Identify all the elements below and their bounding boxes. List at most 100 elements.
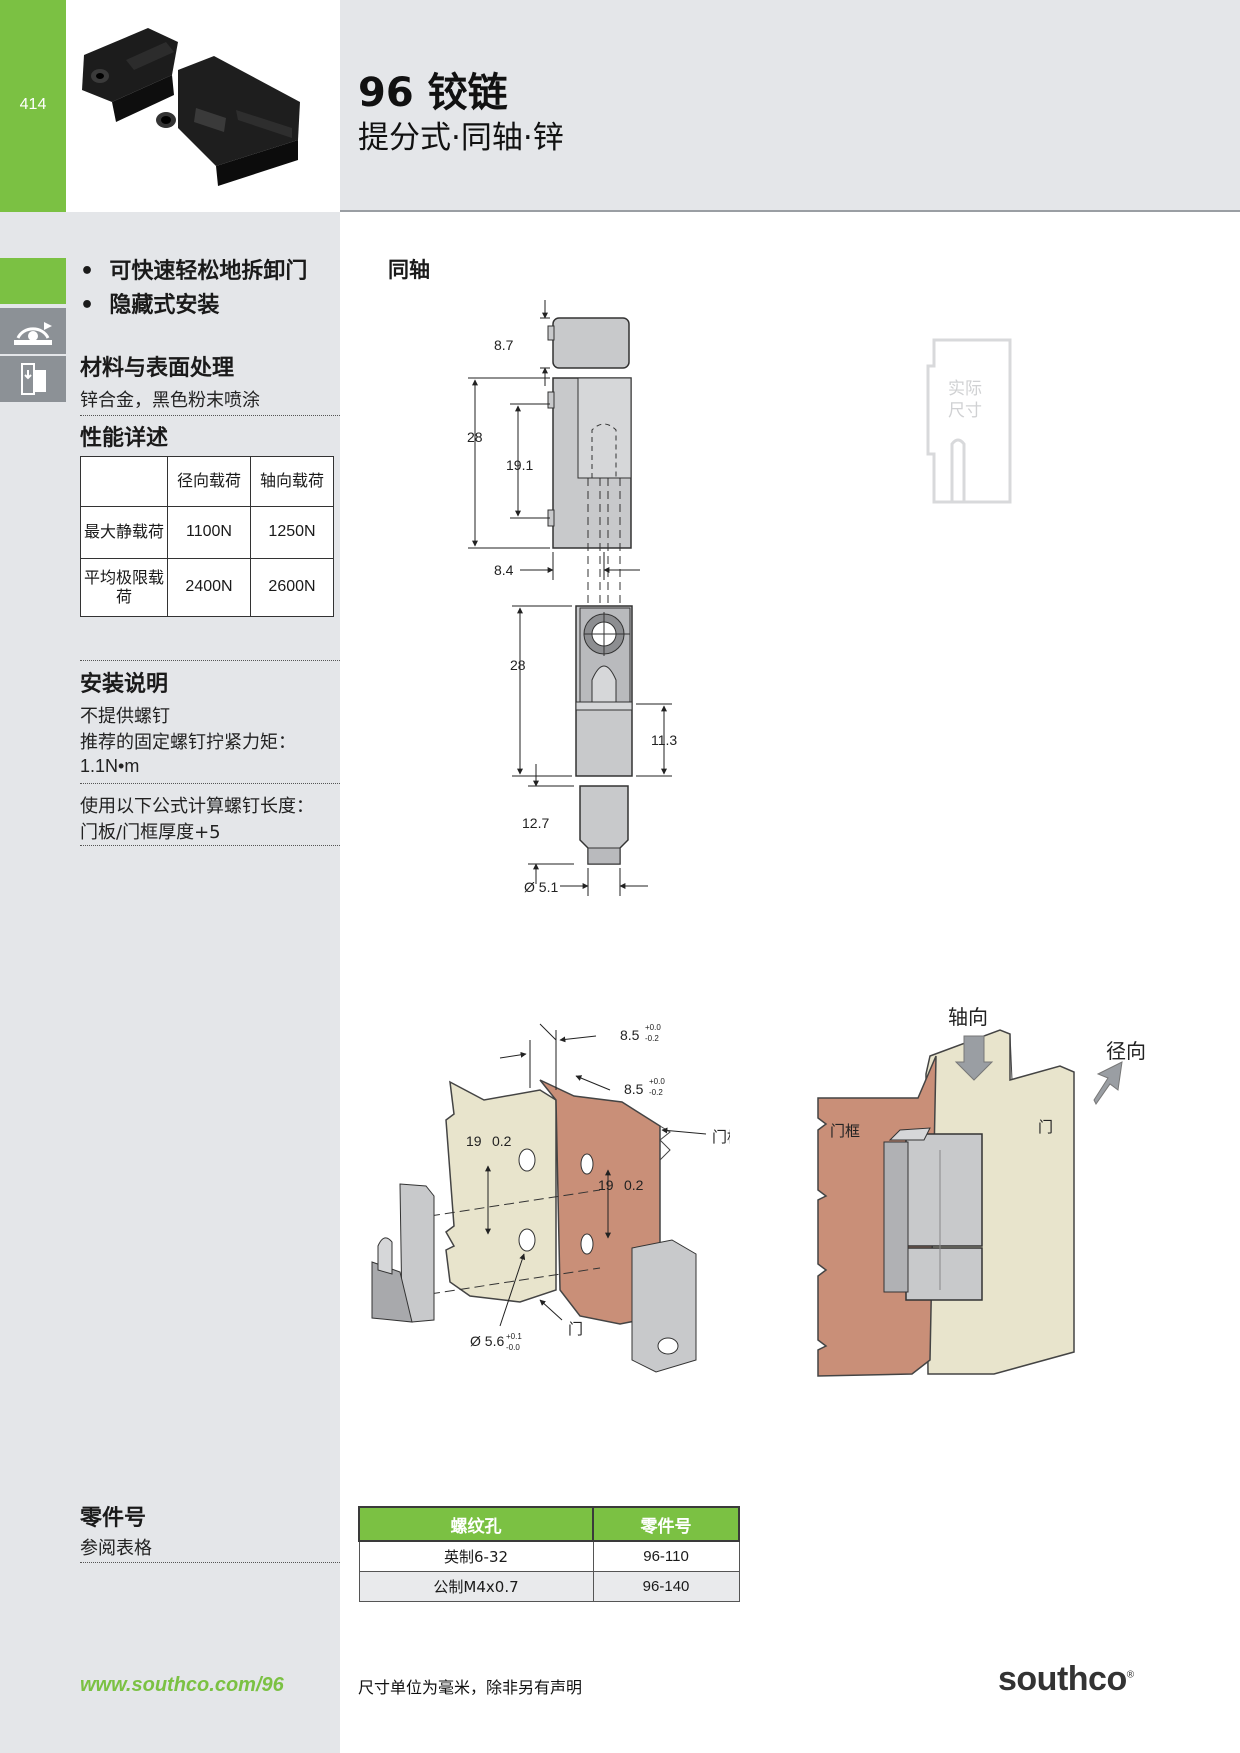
dim-label: 19	[598, 1177, 614, 1193]
installation-line: 推荐的固定螺钉拧紧力矩：	[80, 732, 296, 753]
door-label: 门	[1038, 1118, 1053, 1136]
dim-label: 8.5	[624, 1081, 644, 1097]
divider	[80, 415, 340, 416]
knuckle-hole	[657, 1337, 679, 1355]
axial-label: 轴向	[948, 1005, 988, 1029]
page-tab-strip	[0, 0, 66, 212]
pin-shank	[587, 847, 621, 865]
feature-text: 可快速轻松地拆卸门	[109, 259, 308, 284]
divider	[80, 1562, 340, 1563]
formula-line: 门板/门框厚度+5	[80, 822, 221, 843]
cap-notch	[547, 325, 555, 341]
hinge-dimension-drawing: 8.7 28 19.1 8.4 28 11.3 12.7 Ø 5.1	[467, 300, 677, 896]
alignment-line	[429, 1189, 601, 1217]
parts-heading: 零件号	[80, 1506, 147, 1531]
dim-label: +0.1	[506, 1332, 522, 1341]
dim-label: 28	[467, 429, 483, 445]
dim-label: 8.4	[494, 562, 514, 578]
hinge-lower-knuckle	[905, 1247, 983, 1301]
material-text: 锌合金，黑色粉末喷涂	[80, 390, 260, 411]
drawing-section-title: 同轴	[388, 258, 430, 282]
lower-leaf-shoulder	[575, 701, 633, 711]
divider	[80, 845, 340, 846]
door-edge	[1009, 1033, 1013, 1081]
table-cell: 2400N	[167, 558, 251, 617]
dim-label: 0.2	[492, 1133, 512, 1149]
hinge-mount-icon	[0, 356, 66, 402]
frame-hole	[580, 1233, 594, 1255]
dim-label: Ø 5.6	[470, 1333, 504, 1349]
hinge-frame-leaf	[883, 1141, 909, 1293]
axial-load-arrow	[954, 1035, 994, 1081]
table-cell: 1250N	[250, 506, 334, 559]
page-number: 414	[19, 96, 47, 113]
actual-size-outline	[926, 338, 1012, 504]
performance-heading: 性能详述	[80, 426, 169, 451]
installation-diagram: 8.5 +0.0 -0.2 8.5 +0.0 -0.2 19 0.2 19 0.…	[371, 1023, 730, 1373]
table-cell: 96-140	[592, 1571, 740, 1602]
dim-label: 8.7	[494, 337, 514, 353]
dim-label: 12.7	[522, 815, 549, 831]
actual-size-label: 实际尺寸	[948, 379, 982, 421]
dim-label: Ø 5.1	[524, 879, 558, 895]
page-title: 96 铰链	[358, 70, 508, 116]
door-hole	[518, 1228, 536, 1252]
table-header-cell: 轴向载荷	[250, 456, 334, 507]
table-row: 最大静载荷 1100N 1250N	[80, 506, 334, 559]
southco-logo: southco®	[998, 1660, 1134, 1699]
dim-label: +0.0	[649, 1077, 665, 1086]
dim-label: 0.2	[624, 1177, 644, 1193]
dim-label: 19.1	[506, 457, 533, 473]
pin-tip	[591, 665, 617, 702]
hinge-pin-tip	[377, 1237, 393, 1275]
assembled-diagram: 轴向 径向 门框 门	[817, 1005, 1146, 1377]
table-row-label: 平均极限载荷	[80, 558, 168, 617]
feature-item: • 隐藏式安装	[80, 293, 220, 318]
parts-note: 参阅表格	[80, 1538, 152, 1559]
frame-label: 门框	[712, 1128, 730, 1146]
dim-label: 11.3	[651, 732, 677, 748]
installation-line: 不提供螺钉	[80, 706, 170, 727]
table-cell: 公制M4x0.7	[358, 1571, 594, 1602]
left-sidebar	[0, 212, 340, 1753]
logo-registered-mark: ®	[1126, 1669, 1134, 1681]
installation-heading: 安装说明	[80, 672, 169, 697]
dim-label: -0.2	[649, 1088, 663, 1097]
table-row-label: 最大静载荷	[80, 506, 168, 559]
frame-label: 门框	[830, 1122, 860, 1140]
logo-text: southco	[998, 1660, 1127, 1698]
door-panel	[445, 1080, 557, 1303]
quick-release-icon	[0, 308, 66, 354]
table-cell: 96-110	[592, 1540, 740, 1572]
alignment-line	[429, 1267, 601, 1295]
divider	[80, 783, 340, 784]
page-subtitle: 提分式·同轴·锌	[358, 120, 564, 156]
door-label: 门	[568, 1320, 583, 1338]
hidden-pin-outline	[591, 423, 617, 478]
material-heading: 材料与表面处理	[80, 356, 235, 381]
table-header-cell: 螺纹孔	[357, 1506, 595, 1542]
hinge-top-cap	[552, 317, 630, 369]
radial-label: 径向	[1106, 1039, 1146, 1063]
dim-label: -0.0	[506, 1343, 520, 1352]
table-header-cell: 径向载荷	[167, 456, 251, 507]
table-header-row: 螺纹孔 零件号	[357, 1506, 740, 1542]
feature-item: • 可快速轻松地拆卸门	[80, 259, 308, 284]
hinge-upper-knuckle	[905, 1133, 983, 1247]
leaf-notch	[547, 391, 555, 409]
hinge-knuckle-part	[631, 1239, 697, 1373]
frame-break-edge	[659, 1125, 671, 1161]
table-row: 英制6-32 96-110	[358, 1540, 740, 1572]
table-cell: 2600N	[250, 558, 334, 617]
dim-label: 8.5	[620, 1027, 640, 1043]
performance-table: 径向载荷 轴向载荷 最大静载荷 1100N 1250N 平均极限载荷 2400N…	[80, 456, 334, 617]
table-row: 公制M4x0.7 96-140	[358, 1571, 740, 1602]
table-cell	[80, 456, 168, 507]
units-note: 尺寸单位为毫米，除非另有声明	[358, 1678, 583, 1697]
dim-label: 19	[466, 1133, 482, 1149]
website-link[interactable]: www.southco.com/96	[80, 1674, 284, 1696]
upper-leaf-knuckle	[577, 377, 632, 479]
hinge-photo-left-leaf	[82, 28, 178, 122]
formula-line: 使用以下公式计算螺钉长度：	[80, 796, 314, 817]
door-hole	[518, 1148, 536, 1172]
